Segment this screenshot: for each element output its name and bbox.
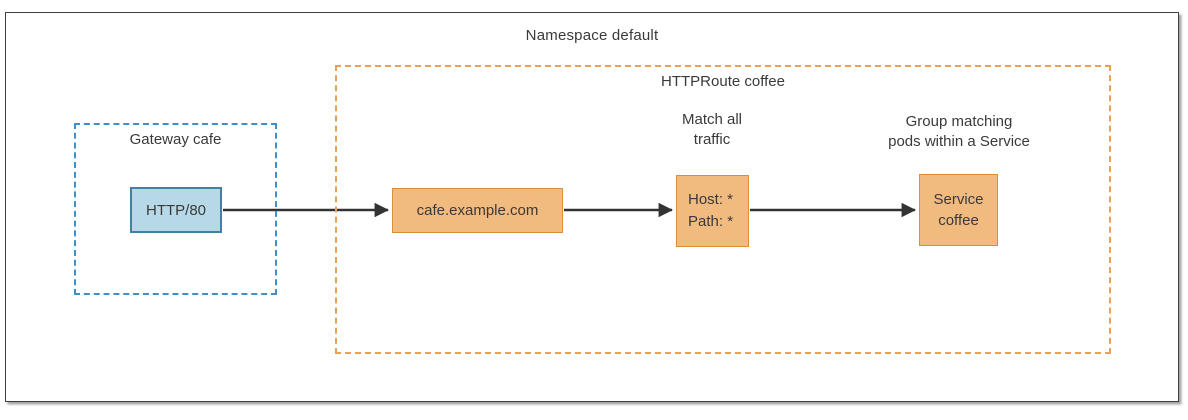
match-path-label: Path: * [688, 213, 734, 230]
hostname-node: cafe.example.com [392, 188, 563, 233]
gateway-group-box: Gateway cafe [74, 123, 277, 295]
httproute-group-title: HTTPRoute coffee [661, 73, 785, 90]
namespace-title: Namespace default [525, 27, 659, 44]
service-label-line2: coffee [938, 212, 979, 229]
service-annotation-line2: pods within a Service [888, 133, 1030, 150]
match-annotation: Match all traffic [632, 110, 792, 150]
service-label-line1: Service [933, 191, 984, 208]
service-node: Service coffee [919, 174, 998, 246]
match-rule-node: Host: * Path: * [676, 175, 749, 247]
gateway-group-title: Gateway cafe [129, 131, 222, 148]
gateway-listener-node: HTTP/80 [130, 187, 222, 233]
match-host-label: Host: * [688, 191, 734, 208]
service-annotation: Group matching pods within a Service [845, 112, 1073, 152]
gateway-listener-label: HTTP/80 [145, 201, 206, 219]
httproute-group-box: HTTPRoute coffee [335, 65, 1111, 354]
match-annotation-line1: Match all [681, 111, 743, 128]
hostname-label: cafe.example.com [416, 202, 539, 219]
match-annotation-line2: traffic [693, 131, 731, 148]
service-annotation-line1: Group matching [905, 113, 1013, 130]
